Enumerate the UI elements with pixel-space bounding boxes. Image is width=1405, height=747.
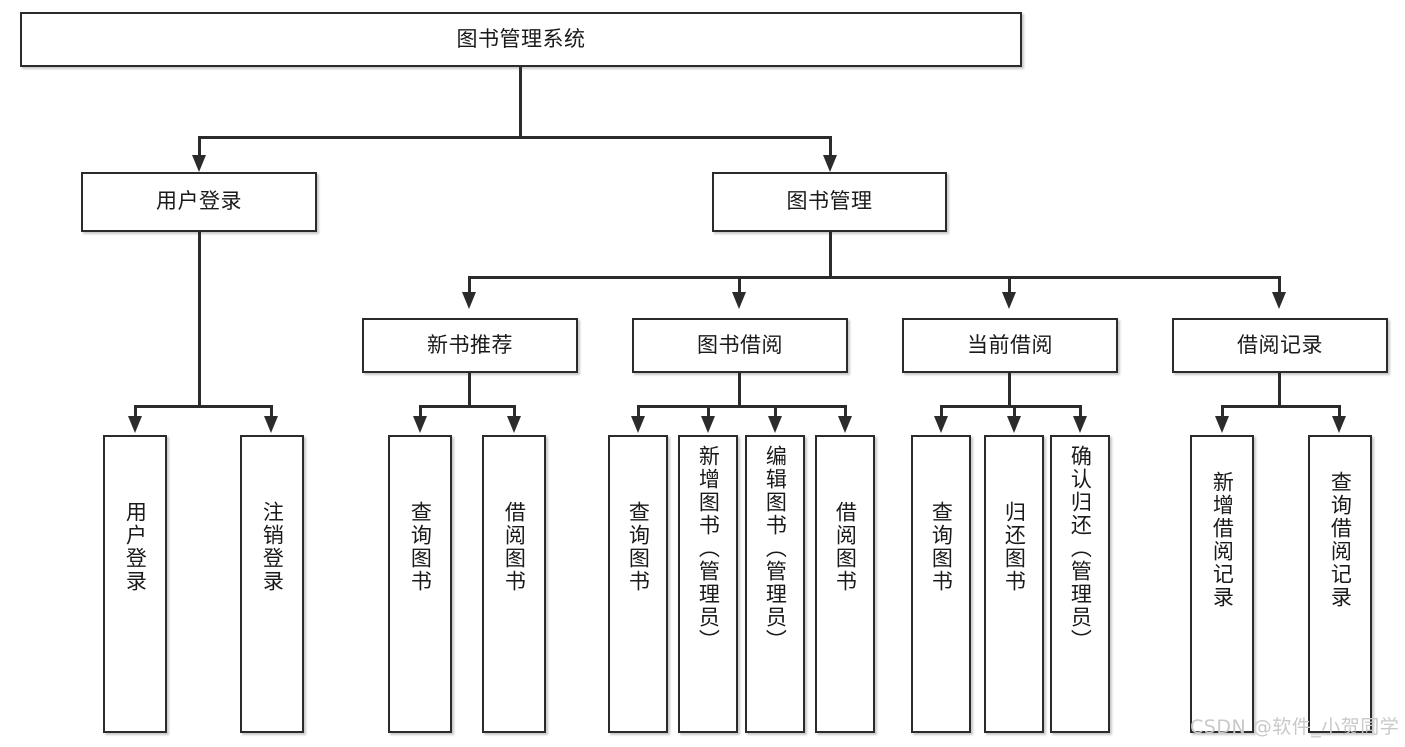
connector-user-login-to-leaf-1	[270, 405, 273, 418]
node-label: 借阅图书	[502, 501, 527, 593]
node-leaf[interactable]: 查询图书	[911, 435, 971, 733]
connector-book-mgmt-to-l3-0	[468, 276, 471, 294]
arrow-borrow-record-to-leaf-1	[1332, 416, 1346, 433]
node-label: 图书借阅	[697, 332, 783, 357]
node-label: 新增借阅记录	[1210, 471, 1235, 609]
node-leaf[interactable]: 查询借阅记录	[1308, 435, 1372, 733]
arrow-book-mgmt-to-l3-3	[1272, 292, 1286, 309]
arrow-book-borrow-to-leaf-0	[631, 416, 645, 433]
arrow-book-borrow-to-leaf-2	[768, 416, 782, 433]
node-leaf[interactable]: 新增借阅记录	[1190, 435, 1254, 733]
connector-root-to-user-login	[198, 136, 201, 158]
node-root-book-management-system[interactable]: 图书管理系统	[20, 12, 1022, 67]
arrow-borrow-record-to-leaf-0	[1215, 416, 1229, 433]
arrow-book-mgmt-to-l3-0	[462, 292, 476, 309]
node-label: 查询图书	[929, 501, 954, 593]
node-leaf[interactable]: 借阅图书	[815, 435, 875, 733]
connector-book-borrow-to-leaf-2	[774, 405, 777, 418]
node-label: 新增图书（管理员）	[696, 445, 721, 652]
connector-borrow-record-to-leaf-1	[1338, 405, 1341, 418]
node-borrow-record[interactable]: 借阅记录	[1172, 318, 1388, 373]
arrow-book-borrow-to-leaf-3	[838, 416, 852, 433]
arrow-new-book-to-leaf-1	[507, 416, 521, 433]
node-book-management[interactable]: 图书管理	[712, 172, 947, 232]
connector-new-book-to-leaf-0	[419, 405, 422, 418]
node-label: 用户登录	[123, 501, 148, 593]
node-leaf[interactable]: 注销登录	[240, 435, 304, 733]
connector-book-borrow-to-leaf-1	[707, 405, 710, 418]
connector-current-borrow-stem	[1008, 373, 1011, 407]
arrow-book-borrow-to-leaf-1	[701, 416, 715, 433]
connector-book-borrow-to-leaf-3	[844, 405, 847, 418]
connector-book-mgmt-stem	[829, 232, 832, 278]
node-label: 图书管理	[786, 189, 873, 214]
node-leaf[interactable]: 编辑图书（管理员）	[745, 435, 805, 733]
arrow-root-to-user-login	[192, 155, 206, 172]
arrow-current-borrow-to-leaf-0	[934, 416, 948, 433]
connector-book-borrow-stem	[738, 373, 741, 407]
node-label: 确认归还（管理员）	[1068, 445, 1093, 652]
connector-current-borrow-to-leaf-1	[1013, 405, 1016, 418]
node-current-borrow[interactable]: 当前借阅	[902, 318, 1118, 373]
arrow-root-to-book-mgmt	[823, 155, 837, 172]
connector-new-book-bus	[419, 405, 515, 408]
arrow-user-login-to-leaf-1	[264, 416, 278, 433]
node-label: 当前借阅	[967, 332, 1053, 357]
connector-root-bus	[198, 136, 831, 139]
node-label: 归还图书	[1002, 501, 1027, 593]
connector-book-mgmt-to-l3-1	[738, 276, 741, 294]
node-label: 查询借阅记录	[1328, 471, 1353, 609]
arrow-current-borrow-to-leaf-2	[1073, 416, 1087, 433]
connector-root-stem	[519, 67, 522, 138]
node-label: 查询图书	[626, 501, 651, 593]
connector-borrow-record-bus	[1221, 405, 1340, 408]
connector-user-login-to-leaf-0	[134, 405, 137, 418]
node-book-borrow[interactable]: 图书借阅	[632, 318, 848, 373]
connector-borrow-record-stem	[1278, 373, 1281, 407]
node-leaf[interactable]: 查询图书	[608, 435, 668, 733]
connector-user-login-stem	[198, 232, 201, 407]
connector-book-mgmt-to-l3-2	[1008, 276, 1011, 294]
watermark-csdn: CSDN @软件_小贺同学	[1190, 716, 1400, 738]
connector-book-borrow-to-leaf-0	[637, 405, 640, 418]
connector-new-book-stem	[468, 373, 471, 407]
node-new-book-recommend[interactable]: 新书推荐	[362, 318, 578, 373]
connector-user-login-bus	[134, 405, 272, 408]
arrow-new-book-to-leaf-0	[413, 416, 427, 433]
node-label: 新书推荐	[427, 332, 513, 357]
node-leaf[interactable]: 查询图书	[388, 435, 452, 733]
node-label: 借阅记录	[1237, 332, 1323, 357]
node-label: 注销登录	[260, 501, 285, 593]
arrow-book-mgmt-to-l3-1	[732, 292, 746, 309]
node-label: 借阅图书	[833, 501, 858, 593]
node-leaf[interactable]: 借阅图书	[482, 435, 546, 733]
node-user-login[interactable]: 用户登录	[81, 172, 317, 232]
node-leaf[interactable]: 归还图书	[984, 435, 1044, 733]
node-label: 图书管理系统	[456, 26, 586, 51]
connector-current-borrow-to-leaf-2	[1079, 405, 1082, 418]
node-leaf[interactable]: 确认归还（管理员）	[1050, 435, 1110, 733]
arrow-user-login-to-leaf-0	[128, 416, 142, 433]
connector-book-mgmt-to-l3-3	[1278, 276, 1281, 294]
arrow-book-mgmt-to-l3-2	[1002, 292, 1016, 309]
node-leaf[interactable]: 新增图书（管理员）	[678, 435, 738, 733]
connector-book-borrow-bus	[637, 405, 846, 408]
node-leaf[interactable]: 用户登录	[103, 435, 167, 733]
arrow-current-borrow-to-leaf-1	[1007, 416, 1021, 433]
connector-book-mgmt-bus	[468, 276, 1280, 279]
node-label: 查询图书	[408, 501, 433, 593]
connector-current-borrow-bus	[940, 405, 1081, 408]
node-label: 用户登录	[156, 189, 242, 214]
connector-borrow-record-to-leaf-0	[1221, 405, 1224, 418]
connector-new-book-to-leaf-1	[513, 405, 516, 418]
node-label: 编辑图书（管理员）	[763, 445, 788, 652]
connector-current-borrow-to-leaf-0	[940, 405, 943, 418]
connector-root-to-book-mgmt	[829, 136, 832, 158]
